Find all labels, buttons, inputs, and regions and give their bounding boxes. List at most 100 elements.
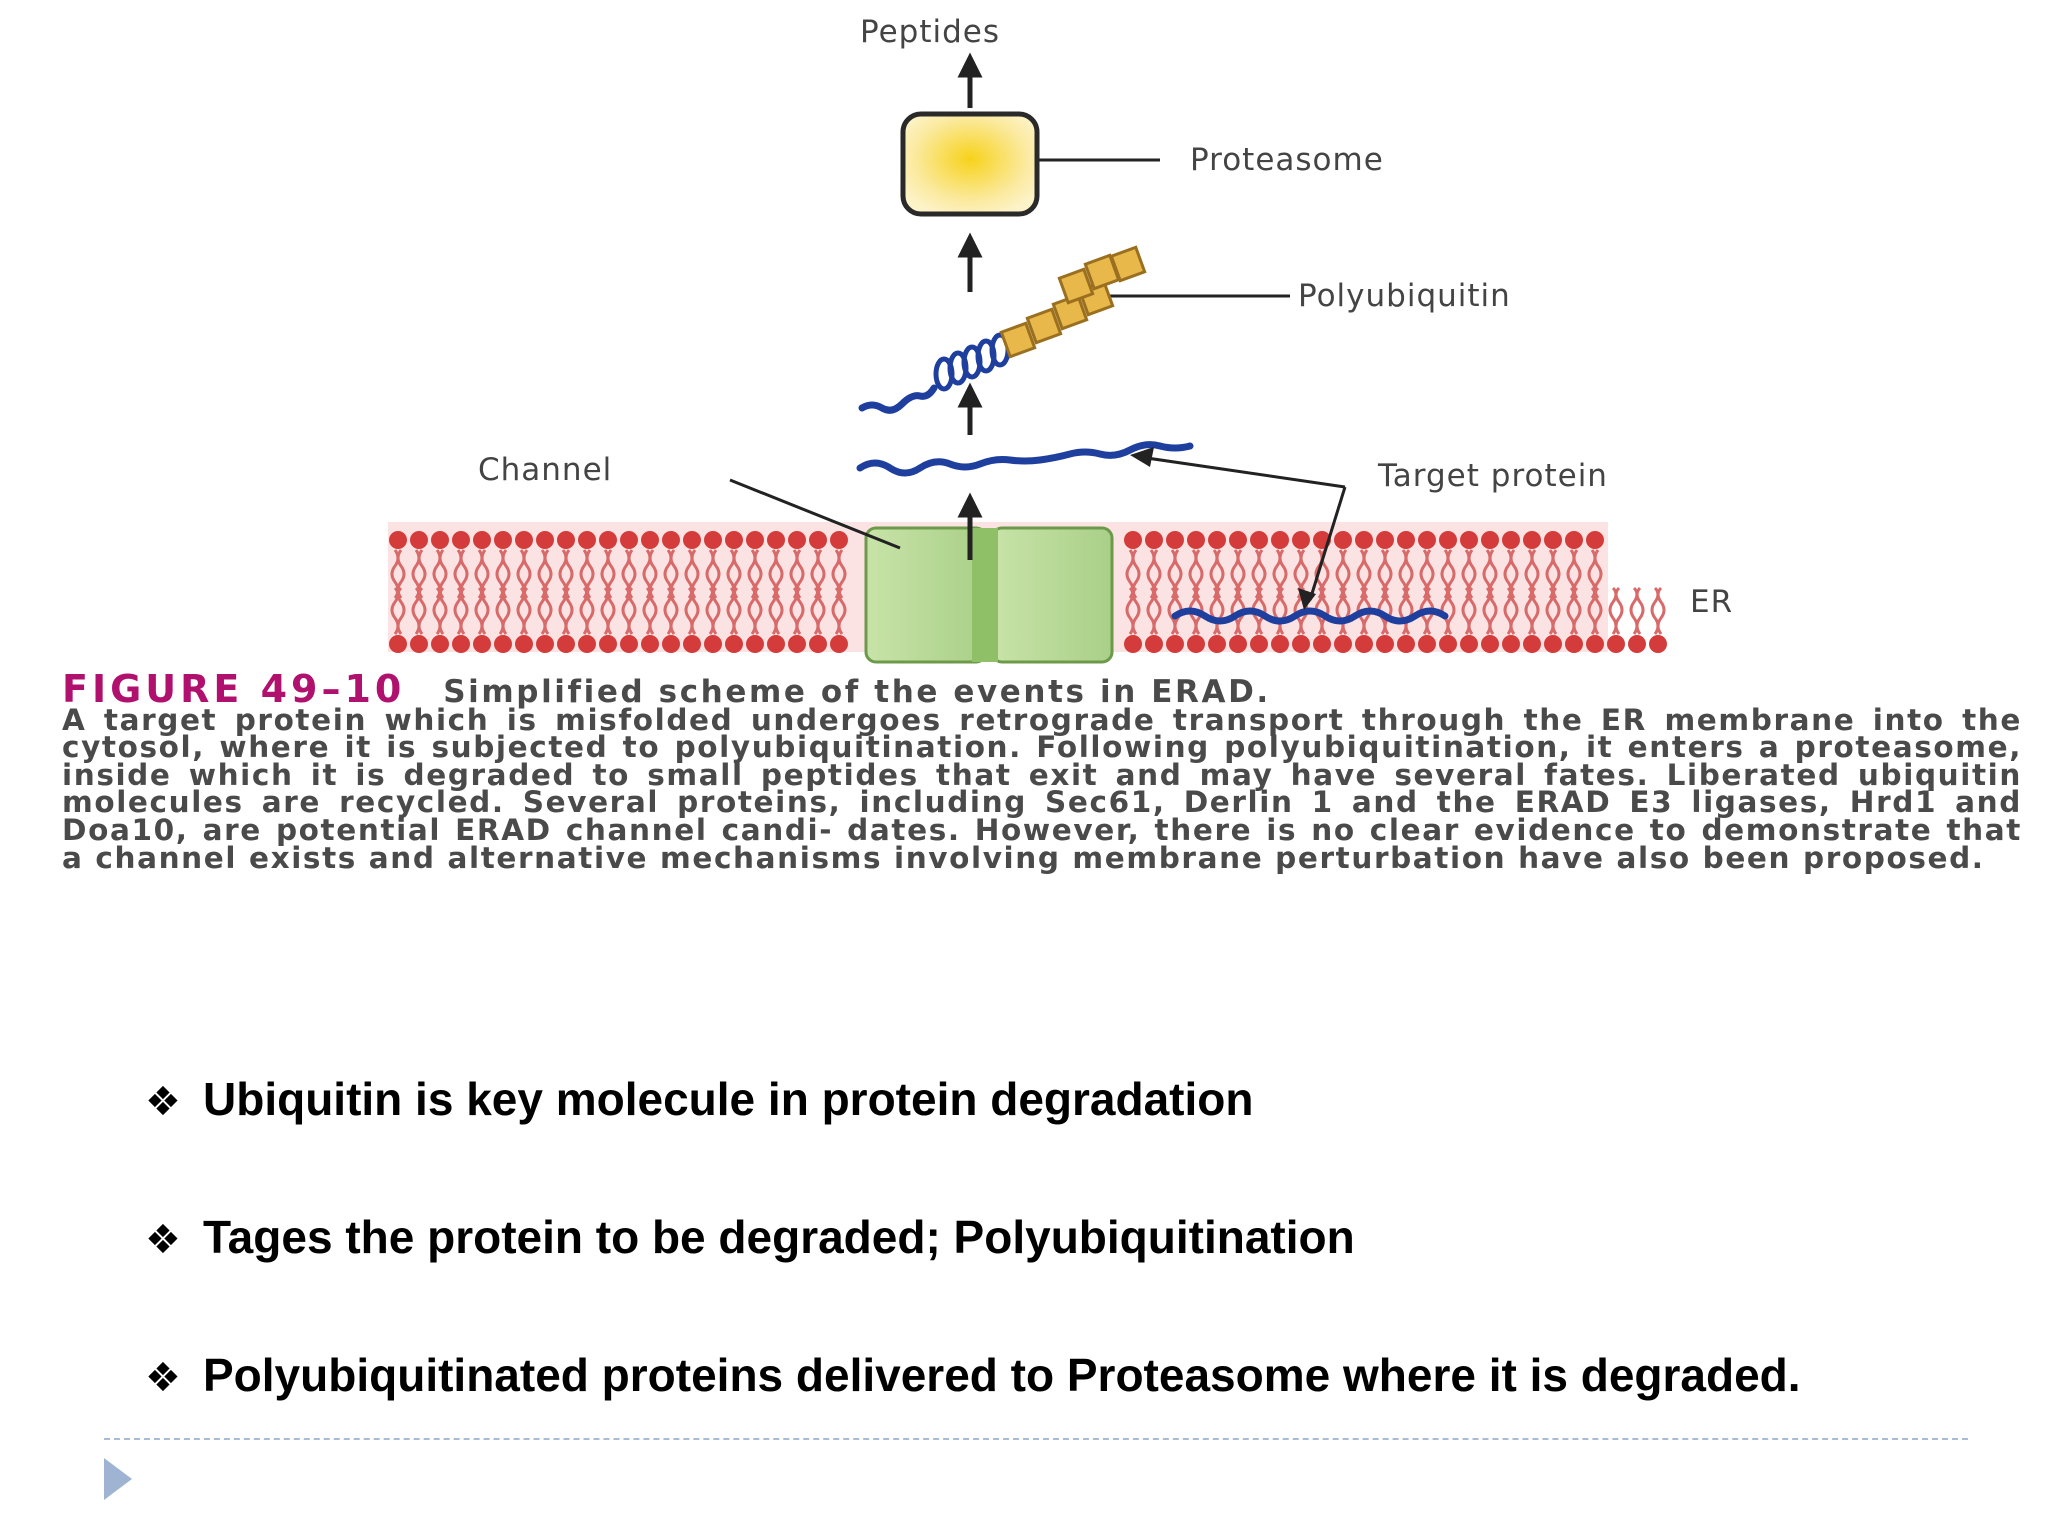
lipid-head — [1607, 635, 1625, 653]
lipid-head — [830, 635, 848, 653]
lipid-tail — [1572, 586, 1582, 635]
bullet-text: Ubiquitin is key molecule in protein deg… — [203, 1073, 1254, 1125]
figure-number: FIGURE 49–10 — [62, 667, 406, 711]
erad-scheme-svg — [388, 52, 1667, 664]
lipid-head — [1565, 531, 1583, 549]
lipid-head — [1523, 635, 1541, 653]
lipid-head — [725, 635, 743, 653]
lipid-head — [1481, 531, 1499, 549]
ubiquitin-unit — [1025, 307, 1063, 345]
lipid-tail — [459, 586, 469, 635]
lipid-head — [1418, 531, 1436, 549]
label-target-protein: Target protein — [1378, 458, 1608, 494]
lipid-head — [683, 531, 701, 549]
lipid-head — [1271, 531, 1289, 549]
lipid-head — [1250, 531, 1268, 549]
lipid-head — [1145, 635, 1163, 653]
lipid-head — [1544, 531, 1562, 549]
lipid-head — [1271, 635, 1289, 653]
lipid-head — [767, 531, 785, 549]
lipid-head — [1649, 635, 1667, 653]
proteasome-shape — [900, 111, 1040, 217]
lipid-layer-bottom — [389, 586, 1667, 653]
lipid-tail — [1320, 586, 1330, 635]
lipid-tail — [1194, 586, 1204, 635]
lipid-tail — [585, 586, 595, 635]
footer-divider — [104, 1438, 1968, 1440]
lipid-tail — [816, 586, 826, 635]
lipid-head — [1166, 531, 1184, 549]
lipid-tail — [1383, 586, 1393, 635]
lipid-head — [1250, 635, 1268, 653]
lipid-head — [1523, 531, 1541, 549]
lipid-tail — [732, 586, 742, 635]
lipid-head — [662, 635, 680, 653]
figure-caption: FIGURE 49–10 Simplified scheme of the ev… — [62, 670, 2022, 872]
lipid-head — [1166, 635, 1184, 653]
lipid-head — [599, 531, 617, 549]
label-proteasome: Proteasome — [1190, 142, 1384, 178]
lipid-tail — [1614, 586, 1624, 635]
lipid-head — [1397, 531, 1415, 549]
lipid-head — [1586, 635, 1604, 653]
ubiquitin-unit — [1051, 293, 1089, 331]
lipid-head — [431, 635, 449, 653]
lipid-tail — [501, 586, 511, 635]
lipid-head — [1460, 531, 1478, 549]
lipid-tail — [564, 586, 574, 635]
lipid-head — [536, 531, 554, 549]
ubiquitin-unit — [1109, 245, 1147, 283]
lipid-head — [1145, 531, 1163, 549]
label-channel: Channel — [478, 452, 613, 488]
lipid-tail — [438, 586, 448, 635]
lipid-head — [1397, 635, 1415, 653]
lipid-head — [1544, 635, 1562, 653]
ubiquitin-chain — [999, 245, 1147, 359]
ubiquitin-unit — [999, 321, 1037, 359]
next-slide-arrow-icon[interactable] — [104, 1458, 132, 1500]
lipid-tail — [1551, 586, 1561, 635]
lipid-head — [515, 635, 533, 653]
diamond-bullet-icon: ❖ — [145, 1079, 181, 1125]
lipid-head — [473, 531, 491, 549]
lipid-head — [725, 531, 743, 549]
lipid-head — [746, 531, 764, 549]
lipid-tail — [1656, 586, 1666, 635]
lipid-head — [1187, 531, 1205, 549]
lipid-tail — [1446, 586, 1456, 635]
lipid-head — [1124, 531, 1142, 549]
lipid-head — [788, 635, 806, 653]
lipid-head — [830, 531, 848, 549]
lipid-tail — [1131, 586, 1141, 635]
lipid-head — [557, 635, 575, 653]
lipid-head — [809, 531, 827, 549]
lipid-head — [1418, 635, 1436, 653]
lipid-head — [620, 635, 638, 653]
lipid-tail — [606, 586, 616, 635]
lipid-head — [557, 531, 575, 549]
figure-title: Simplified scheme of the events in ERAD. — [443, 674, 1271, 710]
label-peptides: Peptides — [860, 14, 1001, 50]
lipid-head — [1355, 635, 1373, 653]
lipid-head — [452, 635, 470, 653]
lipid-tail — [1593, 586, 1603, 635]
lipid-head — [1313, 635, 1331, 653]
diamond-bullet-icon: ❖ — [145, 1217, 181, 1263]
lipid-tail — [396, 586, 406, 635]
lipid-tail — [774, 586, 784, 635]
lipid-tail — [753, 586, 763, 635]
lipid-head — [1439, 531, 1457, 549]
lipid-head — [788, 531, 806, 549]
diamond-bullet-icon: ❖ — [145, 1355, 181, 1401]
target-protein-in-membrane — [1171, 607, 1449, 625]
lipid-head — [452, 531, 470, 549]
lipid-head — [1124, 635, 1142, 653]
lipid-head — [767, 635, 785, 653]
lipid-tail — [669, 586, 679, 635]
lipid-head — [1376, 531, 1394, 549]
lipid-head — [641, 531, 659, 549]
lipid-tail — [627, 586, 637, 635]
lipid-tail — [711, 586, 721, 635]
lipid-head — [704, 531, 722, 549]
lipid-head — [746, 635, 764, 653]
